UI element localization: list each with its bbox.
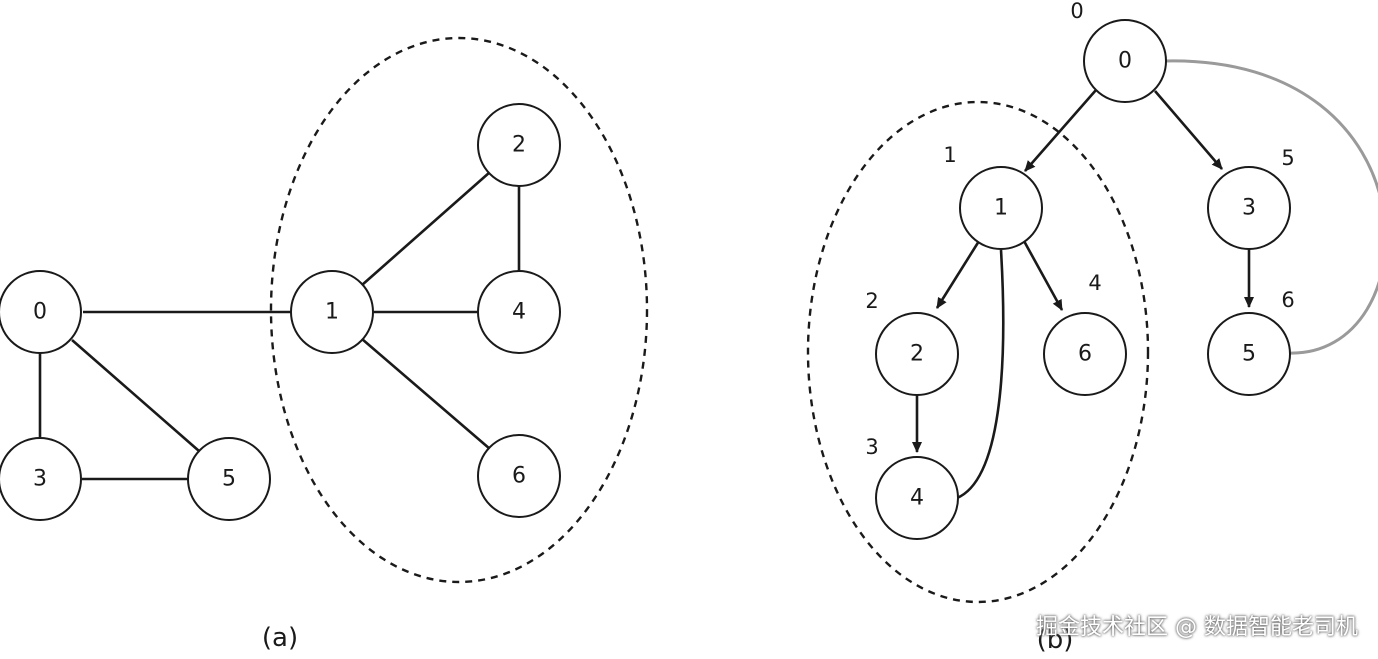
node-a-6: 6	[477, 434, 561, 518]
tree-edge-b-1-6	[1022, 240, 1064, 311]
node-a-0: 0	[0, 270, 82, 354]
node-b-1: 1	[959, 166, 1043, 250]
tree-edge-b-0-3	[1154, 90, 1223, 170]
tree-edge-b-0-1	[1024, 89, 1097, 172]
node-a-2: 2	[477, 103, 561, 187]
node-label: 1	[994, 196, 1008, 221]
watermark-text: 掘金技术社区 @ 数据智能老司机	[1036, 615, 1358, 640]
node-label: 0	[33, 300, 47, 325]
node-label: 2	[910, 342, 924, 367]
node-label: 6	[1078, 342, 1092, 367]
node-b-6: 6	[1043, 312, 1127, 396]
node-label: 2	[512, 133, 526, 158]
edge-a-1-6	[361, 338, 491, 450]
order-label-b-3: 5	[1281, 146, 1294, 170]
back-edge-b-1-4	[956, 249, 1005, 500]
node-label: 4	[910, 486, 924, 511]
node-label: 3	[1242, 196, 1256, 221]
node-b-3: 3	[1207, 166, 1291, 250]
node-b-0: 0	[1083, 19, 1167, 103]
node-label: 6	[512, 464, 526, 489]
node-a-3: 3	[0, 437, 82, 521]
node-label: 5	[222, 467, 236, 492]
node-label: 5	[1242, 342, 1256, 367]
node-label: 0	[1118, 49, 1132, 74]
node-a-4: 4	[477, 270, 561, 354]
order-label-b-1: 1	[943, 143, 956, 167]
caption-b: (b)	[1037, 625, 1074, 655]
node-a-5: 5	[187, 437, 271, 521]
order-label-b-4: 3	[865, 435, 878, 459]
node-label: 1	[325, 300, 339, 325]
node-label: 3	[33, 467, 47, 492]
edge-a-0-5	[71, 339, 200, 452]
node-b-2: 2	[875, 312, 959, 396]
tree-edge-b-1-2	[935, 240, 981, 309]
order-label-b-2: 2	[865, 289, 878, 313]
node-b-5: 5	[1207, 312, 1291, 396]
order-label-b-6: 4	[1088, 271, 1101, 295]
component-boundary-b	[806, 100, 1150, 604]
caption-a: (a)	[262, 623, 298, 653]
node-a-1: 1	[290, 270, 374, 354]
diagram-a: 0 1 2 3 4 5 6 (a)	[0, 36, 649, 653]
node-b-4: 4	[875, 456, 959, 540]
edge-a-1-2	[361, 171, 491, 286]
order-label-b-5: 6	[1281, 288, 1294, 312]
node-label: 4	[512, 300, 526, 325]
order-label-b-0: 0	[1070, 0, 1083, 23]
back-edge-b-0-5	[1164, 59, 1378, 355]
component-boundary-a	[269, 36, 649, 584]
diagram-b: 0 1 2 3 4 5 6 0 1 2 3 4 5	[806, 0, 1378, 655]
